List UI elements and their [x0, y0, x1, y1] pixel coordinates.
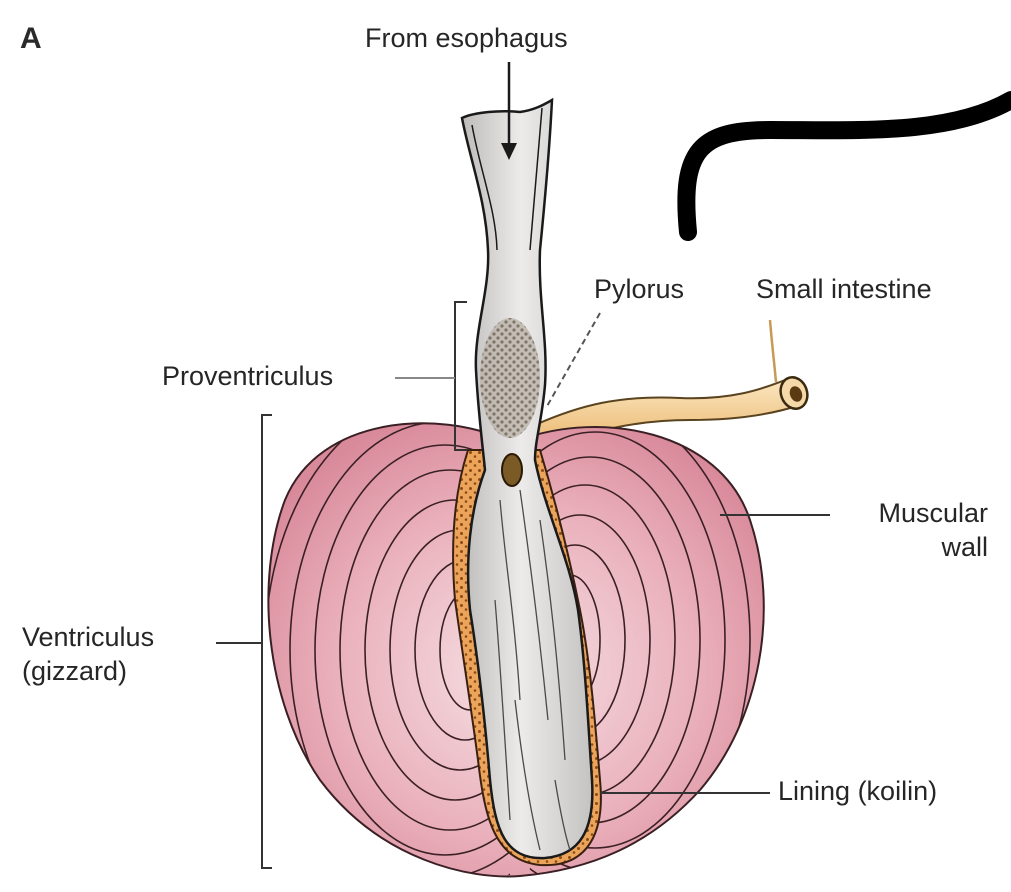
label-proventriculus: Proventriculus — [162, 360, 333, 394]
pylorus-opening — [502, 454, 522, 486]
label-muscular-wall: Muscular wall — [838, 497, 988, 565]
panel-letter: A — [20, 22, 42, 56]
label-pylorus: Pylorus — [594, 273, 684, 307]
label-muscular-wall-line2: wall — [838, 531, 988, 565]
label-ventriculus-line2: (gizzard) — [22, 655, 154, 689]
proventriculus-glands — [480, 318, 540, 438]
label-from-esophagus: From esophagus — [365, 22, 568, 56]
label-muscular-wall-line1: Muscular — [838, 497, 988, 531]
label-ventriculus: Ventriculus (gizzard) — [22, 621, 154, 689]
label-ventriculus-line1: Ventriculus — [22, 621, 154, 655]
label-lining-koilin: Lining (koilin) — [778, 775, 937, 809]
annotation-curve — [686, 100, 1011, 232]
label-small-intestine: Small intestine — [756, 273, 932, 307]
